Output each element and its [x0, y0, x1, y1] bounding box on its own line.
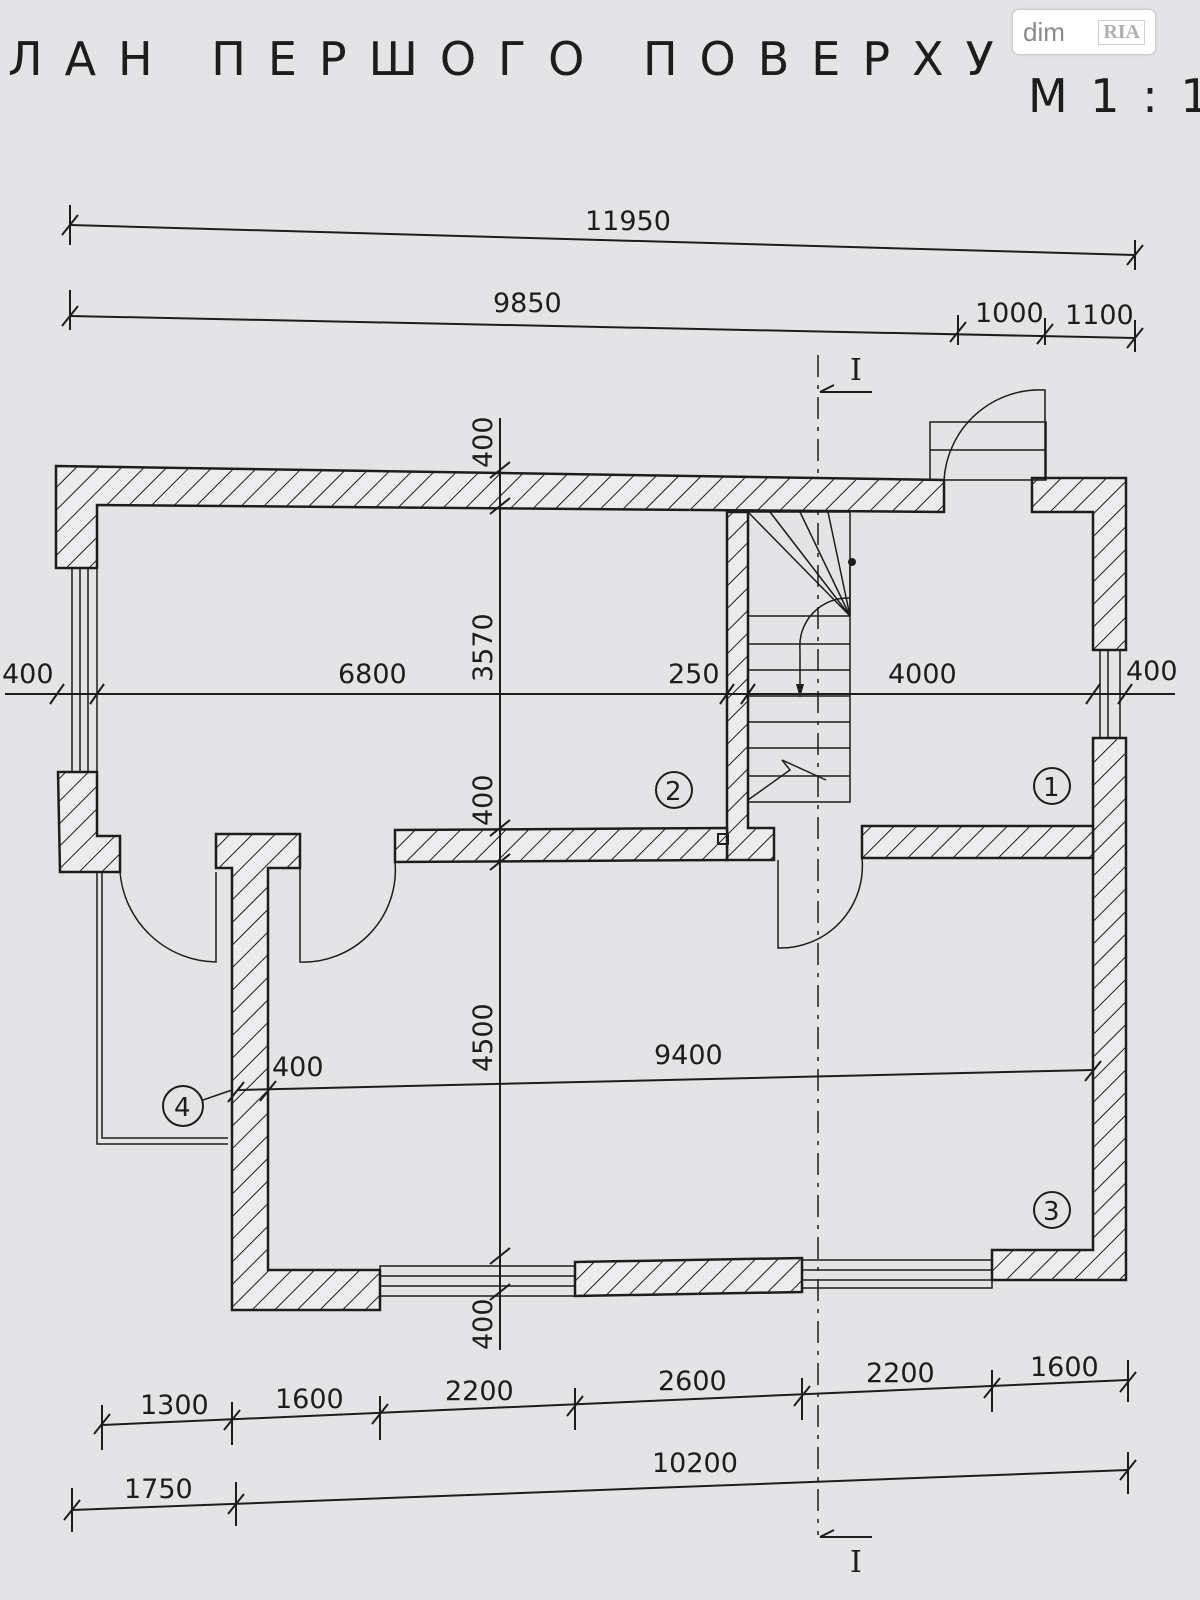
- dim-1600-right: 1600: [1030, 1352, 1099, 1383]
- dim-1000: 1000: [975, 298, 1044, 329]
- ria-logo-icon: RIA: [1098, 19, 1145, 45]
- column-marker: [717, 833, 729, 845]
- dim-2600: 2600: [658, 1366, 727, 1397]
- door-swing-stair: [777, 857, 864, 949]
- dim-3570: 3570: [468, 613, 499, 682]
- room-2-number: 2: [665, 777, 682, 807]
- dim-400-top: 400: [468, 416, 499, 468]
- wall-middle-right: [860, 824, 1095, 860]
- room-labels: 1 2 3 4: [162, 767, 1071, 1229]
- porch-outline: [96, 872, 228, 1145]
- room-2-circle: [655, 771, 693, 809]
- dim-400-left: 400: [2, 659, 54, 690]
- dim-250: 250: [668, 659, 720, 690]
- top-dimension-row2: 9850 1000 1100: [61, 288, 1144, 352]
- wall-bottom-middle: [573, 1256, 804, 1298]
- room-4-number: 4: [174, 1093, 191, 1123]
- dim-400-bottom: 400: [468, 1298, 499, 1350]
- section-mark-top: I: [850, 353, 862, 388]
- window-bottom-right: [801, 1259, 993, 1289]
- dim-4500: 4500: [468, 1003, 499, 1072]
- dim-2200-right: 2200: [866, 1358, 935, 1389]
- dim-10200: 10200: [652, 1448, 738, 1479]
- section-line: I I: [817, 353, 872, 1580]
- window-bottom-left: [379, 1265, 576, 1297]
- wall-partition-stair: [725, 510, 776, 862]
- dim-2200-left: 2200: [445, 1376, 514, 1407]
- wall-top-right: [1030, 476, 1128, 652]
- door-swing-room2: [299, 861, 397, 963]
- dim-11950: 11950: [585, 206, 671, 237]
- doors: [119, 389, 1047, 963]
- dim-1750: 1750: [124, 1474, 193, 1505]
- dim-1100: 1100: [1065, 300, 1134, 331]
- dim-1300: 1300: [140, 1390, 209, 1421]
- section-mark-bottom: I: [850, 1545, 862, 1580]
- door-swing-main: [943, 389, 1046, 481]
- room-4-circle: [162, 1085, 204, 1127]
- watermark-brand: dim: [1023, 16, 1065, 47]
- room-3-circle: [1033, 1191, 1071, 1229]
- plan-title: ЛАН ПЕРШОГО ПОВЕРХУ: [8, 32, 1016, 86]
- dim-9400: 9400: [654, 1040, 723, 1071]
- top-dimension-overall: 11950: [61, 205, 1144, 270]
- dim-4000: 4000: [888, 659, 957, 690]
- dim-6800: 6800: [338, 659, 407, 690]
- entry-porch: [929, 421, 1047, 481]
- room-3-number: 3: [1043, 1197, 1060, 1227]
- door-swing-entry-left: [119, 871, 217, 963]
- room-1-circle: [1033, 767, 1071, 805]
- dim-400-lower-left: 400: [272, 1052, 324, 1083]
- room-1-number: 1: [1043, 773, 1060, 803]
- plan-scale: М 1 : 10: [1028, 69, 1200, 123]
- window-left: [71, 567, 98, 773]
- dim-1600-left: 1600: [275, 1384, 344, 1415]
- windows: [71, 567, 1121, 1297]
- dim-ria-watermark: dim RIA: [1013, 10, 1155, 54]
- wall-middle-left: [393, 826, 729, 864]
- staircase: [747, 511, 856, 803]
- wall-left-lower: [56, 770, 122, 874]
- dim-9850: 9850: [493, 288, 562, 319]
- bottom-dimension-row2: 1750 10200: [63, 1448, 1137, 1532]
- interior-dims: 400 6800 250 4000 400 400 3570 400 4500 …: [2, 416, 1178, 1350]
- bottom-dimension-row1: 1300 1600 2200 2600 2200 1600: [93, 1352, 1137, 1450]
- dim-400-middle: 400: [468, 774, 499, 826]
- dim-400-right: 400: [1126, 656, 1178, 687]
